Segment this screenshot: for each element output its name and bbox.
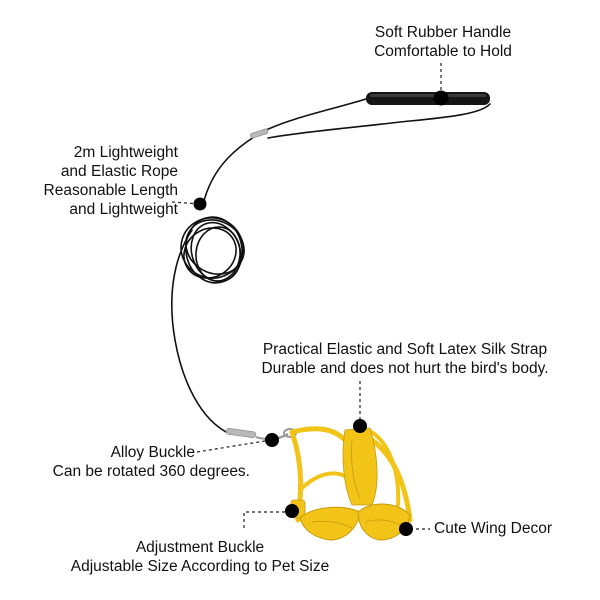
rubber-handle-icon <box>366 92 490 105</box>
label-rope: 2m Lightweight and Elastic Rope Reasonab… <box>14 143 178 219</box>
label-wing-line1: Cute Wing Decor <box>434 520 553 537</box>
marker-strap <box>353 419 367 433</box>
rope-upper-strand <box>202 98 367 206</box>
marker-rope <box>193 197 207 211</box>
rope-ferrule <box>250 128 269 139</box>
label-strap-line2: Durable and does not hurt the bird's bod… <box>261 360 549 377</box>
bird-harness-icon <box>289 426 413 523</box>
label-handle-line2: Comfortable to Hold <box>374 43 512 60</box>
leader-lines <box>171 63 442 530</box>
leader-adjust <box>243 511 291 528</box>
label-strap-line1: Practical Elastic and Soft Latex Silk St… <box>262 341 548 358</box>
label-strap: Practical Elastic and Soft Latex Silk St… <box>220 340 590 378</box>
marker-wing <box>399 522 413 536</box>
marker-adjust <box>285 504 299 518</box>
label-rope-line3: Reasonable Length <box>43 182 178 199</box>
alloy-buckle-icon <box>225 428 297 441</box>
label-buckle-line1: Alloy Buckle <box>110 444 195 461</box>
label-rope-line2: and Elastic Rope <box>60 163 178 180</box>
coiled-rope-icon <box>180 216 245 284</box>
label-adjust-line1: Adjustment Buckle <box>135 539 265 556</box>
label-adjust-line2: Adjustable Size According to Pet Size <box>70 558 330 575</box>
leader-rope <box>171 201 201 205</box>
label-wing: Cute Wing Decor <box>434 519 552 538</box>
leader-buckle <box>196 439 272 453</box>
rope-lower-strand <box>171 229 231 435</box>
dot-markers <box>193 90 449 536</box>
label-rope-line1: 2m Lightweight <box>73 144 178 161</box>
label-handle: Soft Rubber Handle Comfortable to Hold <box>355 23 531 61</box>
label-buckle: Alloy Buckle Can be rotated 360 degrees. <box>10 443 250 481</box>
marker-handle <box>433 90 449 106</box>
label-buckle-line2: Can be rotated 360 degrees. <box>52 463 250 480</box>
label-rope-line4: and Lightweight <box>69 201 178 218</box>
label-adjust: Adjustment Buckle Adjustable Size Accord… <box>30 538 370 576</box>
label-handle-line1: Soft Rubber Handle <box>374 24 512 41</box>
rope-upper-strand-2 <box>267 103 491 139</box>
rope <box>202 98 491 206</box>
marker-buckle <box>265 433 279 447</box>
wing-decor-icon <box>299 503 411 541</box>
